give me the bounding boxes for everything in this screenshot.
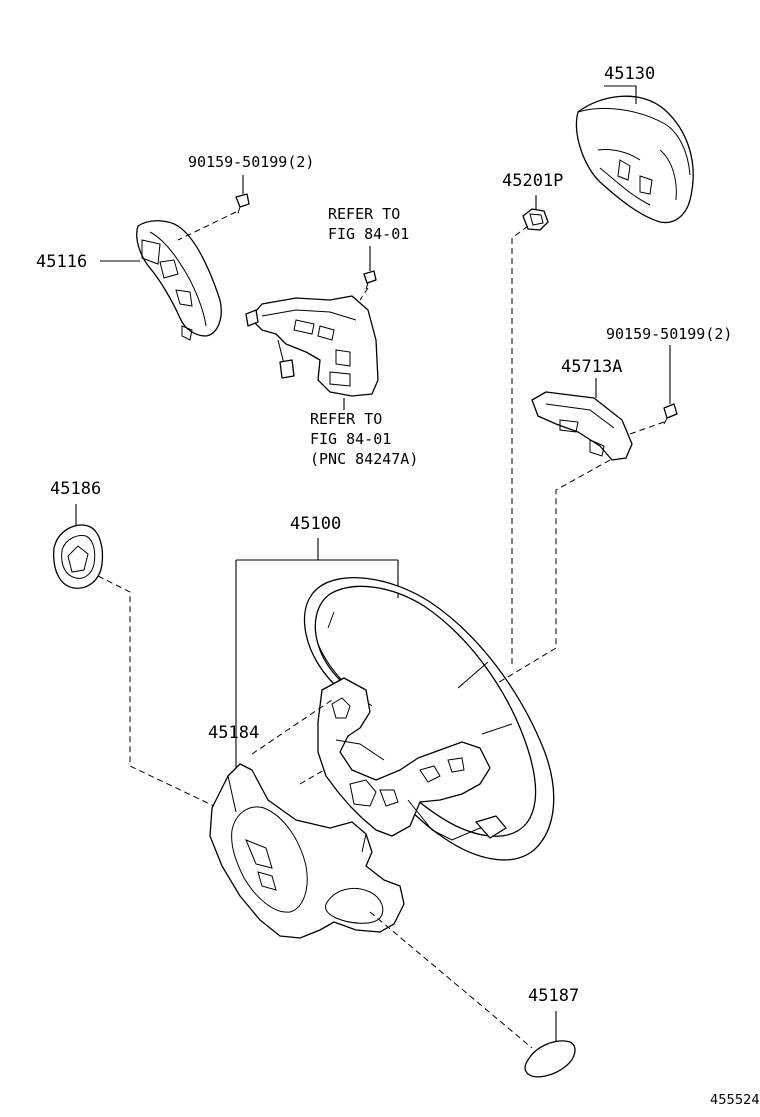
steering-wheel-45100 [303, 577, 555, 861]
refer-to-line1-b: REFER TO [310, 410, 382, 428]
label-45713a: 45713A [561, 357, 622, 377]
assembly-lines [97, 211, 665, 1049]
label-45184: 45184 [208, 723, 259, 743]
figure-id: 455524 [710, 1093, 760, 1108]
label-45130: 45130 [604, 64, 655, 84]
lower-cover-45184 [209, 763, 405, 939]
label-90159-50199-top: 90159-50199(2) [188, 153, 314, 171]
nut-45201p [522, 195, 549, 231]
airbag-pad-45130 [575, 85, 694, 224]
label-45116: 45116 [36, 252, 87, 272]
emblem-45186 [53, 504, 104, 589]
refer-to-line2-a: FIG 84-01 [328, 225, 409, 243]
label-45201p: 45201P [502, 171, 563, 191]
label-45186: 45186 [50, 479, 101, 499]
screw-refer-fig [363, 246, 377, 290]
refer-to-line1-a: REFER TO [328, 205, 400, 223]
cap-45187 [524, 1011, 576, 1078]
switch-assembly-refer [245, 295, 379, 410]
label-45187: 45187 [528, 986, 579, 1006]
label-45100: 45100 [290, 514, 341, 534]
spoke-cover-45713a [531, 378, 633, 461]
spoke-cover-45116 [100, 220, 222, 341]
screw-90159-right [663, 345, 678, 425]
label-90159-50199-right: 90159-50199(2) [606, 325, 732, 343]
screw-90159-top [235, 175, 250, 214]
refer-to-line2-b: FIG 84-01 [310, 430, 391, 448]
refer-to-line3-b: (PNC 84247A) [310, 450, 418, 468]
